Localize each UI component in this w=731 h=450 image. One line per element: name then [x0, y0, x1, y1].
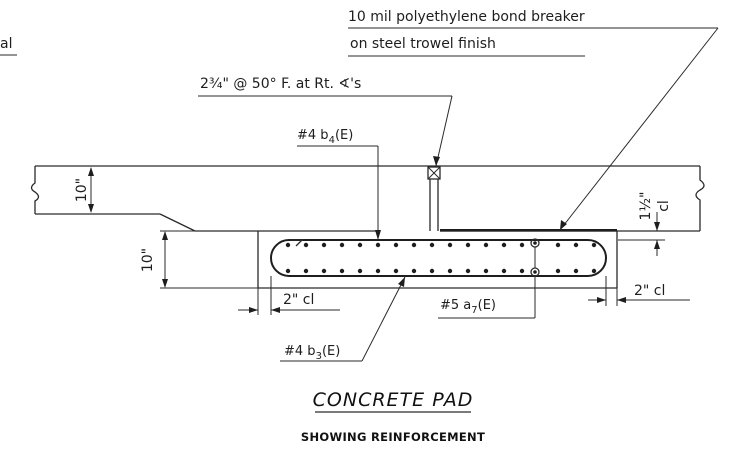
rebar-dot — [285, 268, 291, 274]
rebar-dot — [501, 268, 507, 274]
title-main: CONCRETE PAD — [313, 389, 474, 411]
joint-post — [427, 166, 441, 231]
bond-breaker-line1: 10 mil polyethylene bond breaker — [348, 9, 585, 25]
rebar-dot — [375, 242, 381, 248]
svg-text:#4 b3(E): #4 b3(E) — [284, 344, 340, 362]
joint-spacing-text: 2³⁄₄" @ 50° F. at Rt. ∢'s — [200, 76, 361, 92]
rebar-dot — [447, 268, 453, 274]
bond-breaker-leader — [559, 27, 719, 231]
dim-clear-left: 2" cl — [238, 276, 340, 315]
dim-clear-right-text: 2" cl — [634, 283, 665, 299]
dim-clear-top: 1½" cl — [618, 192, 672, 256]
bar-b4-label: #4 b4(E) — [297, 128, 381, 240]
dim-clear-left-text: 2" cl — [283, 292, 314, 308]
rebar-dot — [555, 242, 561, 248]
rebar-dot — [483, 242, 489, 248]
rebar-dot — [483, 268, 489, 274]
bar-b3-sub: 3 — [316, 351, 322, 362]
rebar-dot — [321, 242, 327, 248]
title-sub: SHOWING REINFORCEMENT — [301, 430, 485, 444]
joint-seal-box — [427, 166, 441, 180]
bar-b4-prefix: #4 b — [297, 128, 329, 143]
concrete-pad — [257, 229, 618, 289]
slab-outline — [30, 165, 705, 232]
left-break-symbol — [30, 166, 40, 214]
rebar-dots-top-row — [285, 242, 597, 248]
svg-text:#5 a7(E): #5 a7(E) — [440, 298, 496, 316]
dim-clear-top-num: 1½" — [638, 192, 654, 221]
rebar-dot — [411, 242, 417, 248]
bar-b3-prefix: #4 b — [284, 344, 316, 359]
rebar-dot — [591, 268, 597, 274]
rebar-dot — [357, 268, 363, 274]
bar-a7-sub: 7 — [471, 305, 477, 316]
right-break-symbol — [695, 166, 705, 231]
rebar-dot — [339, 242, 345, 248]
bar-a7-label: #5 a7(E) — [438, 276, 536, 319]
bar-b3-suffix: (E) — [322, 344, 340, 359]
dim-slab-thickness-text: 10" — [74, 178, 90, 202]
bar-a7-suffix: (E) — [478, 298, 496, 313]
joint-spacing-label: 2³⁄₄" @ 50° F. at Rt. ∢'s — [198, 76, 453, 167]
rebar-dot — [375, 268, 381, 274]
stirrup-hook — [290, 239, 304, 247]
joint-spacing-leader — [435, 95, 453, 167]
bond-breaker-line2: on steel trowel finish — [350, 36, 496, 52]
rebar-dots-bottom-row — [285, 268, 597, 274]
rebar-dot — [285, 242, 291, 248]
bar-b4-sub: 4 — [329, 135, 335, 146]
stirrup-bar-b3 — [270, 239, 607, 277]
bar-b4-suffix: (E) — [335, 128, 353, 143]
rebar-dot — [429, 268, 435, 274]
rebar-dot — [501, 242, 507, 248]
bond-breaker-label: 10 mil polyethylene bond breaker on stee… — [348, 9, 719, 231]
rebar-dot — [465, 242, 471, 248]
dim-pad-thickness-text: 10" — [140, 248, 156, 272]
rebar-dot — [555, 268, 561, 274]
rebar-dot — [303, 268, 309, 274]
rebar-dot — [303, 242, 309, 248]
rebar-a7 — [530, 238, 540, 277]
rebar-dot — [573, 242, 579, 248]
dim-clear-right: 2" cl — [588, 276, 690, 306]
rebar-dot — [339, 268, 345, 274]
rebar-dot — [429, 242, 435, 248]
rebar-dot — [519, 242, 525, 248]
drawing-title: CONCRETE PAD SHOWING REINFORCEMENT — [301, 389, 485, 444]
rebar-dot — [591, 242, 597, 248]
dim-slab-thickness: 10" — [74, 167, 94, 213]
rebar-dot — [519, 268, 525, 274]
rebar-dot — [393, 268, 399, 274]
rebar-dot — [411, 268, 417, 274]
bar-b3-leader — [361, 276, 406, 362]
dim-pad-thickness: 10" — [140, 230, 258, 289]
rebar-dot — [573, 268, 579, 274]
dim-clear-top-unit: cl — [656, 200, 672, 212]
rebar-dot — [465, 268, 471, 274]
rebar-dot — [357, 242, 363, 248]
rebar-dot — [393, 242, 399, 248]
slab-haunch — [159, 213, 196, 232]
svg-text:#4 b4(E): #4 b4(E) — [297, 128, 353, 146]
left-cut-text: al — [0, 36, 12, 52]
bar-a7-prefix: #5 a — [440, 298, 471, 313]
rebar-dot — [321, 268, 327, 274]
bar-b3-label: #4 b3(E) — [280, 276, 406, 362]
rebar-dot — [447, 242, 453, 248]
